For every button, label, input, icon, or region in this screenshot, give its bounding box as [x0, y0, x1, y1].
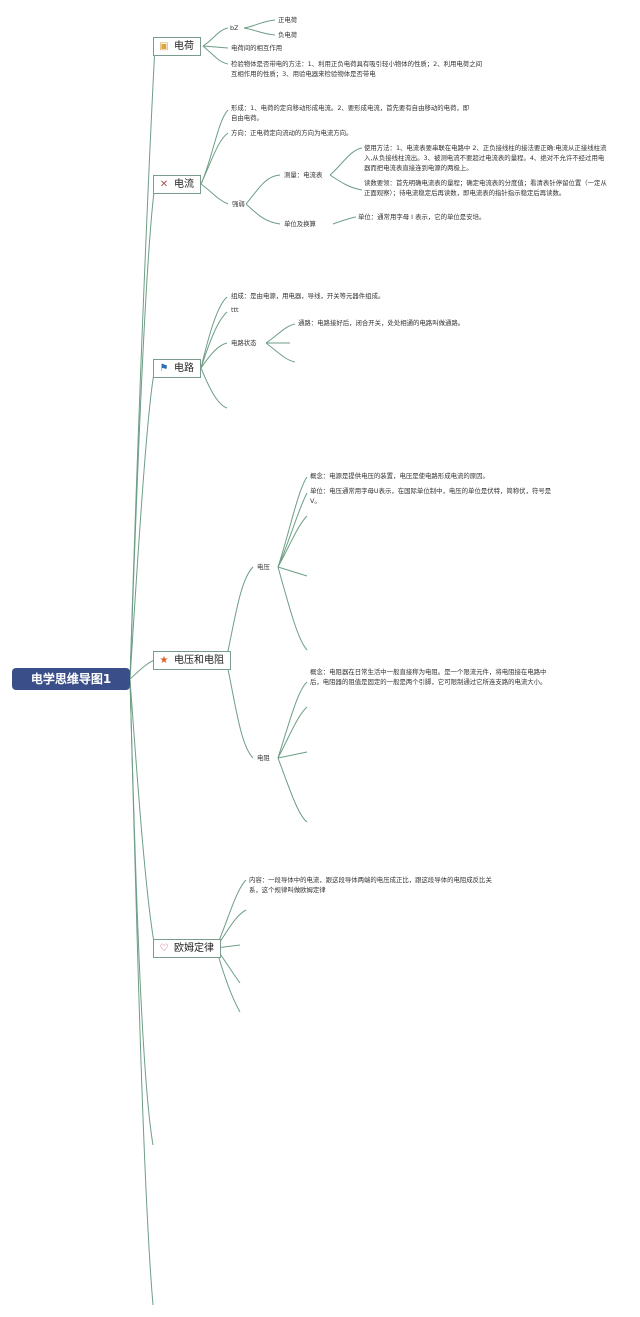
current-unit-label: 单位及换算 [284, 220, 316, 228]
charge-kind-negative: 负电荷 [278, 31, 298, 39]
resistance-concept: 概念：电阻器在日常生活中一般直接称为电阻。是一个限流元件，将电阻接在电路中后，电… [310, 668, 547, 686]
topic-ohm-law-label: 欧姆定律 [174, 943, 214, 954]
resistance-label: 电阻 [257, 754, 270, 762]
circuit-composition: 组成：是由电源，用电器，导线，开关等元器件组成。 [231, 292, 385, 300]
voltage-unit: 单位：电压通常用字母U表示，在国际单位制中，电压的单位是伏特，简称伏，符号是V。 [310, 487, 552, 505]
flag-icon: ⚑ [159, 363, 169, 374]
current-reading: 读数要领：首先明确电流表的量程；确定电流表的分度值；看清表针停留位置（一定从正面… [364, 179, 607, 197]
topic-charge[interactable]: ▣ 电荷 [153, 37, 201, 56]
current-usage: 使用方法：1、电流表要串联在电路中 2、正负接线柱的接法要正确:电流从正接线柱流… [364, 144, 607, 172]
topic-charge-label: 电荷 [174, 41, 194, 52]
charge-kinds-label: bZ [230, 24, 239, 32]
ohm-content: 内容：一段导体中的电流，跟这段导体两端的电压成正比，跟这段导体的电阻成反比关系，… [249, 876, 492, 894]
voltage-label: 电压 [257, 563, 270, 571]
circuit-state-label: 电路状态 [231, 339, 257, 347]
charge-interaction: 电荷间的相互作用 [231, 44, 283, 52]
topic-ohm-law[interactable]: ♡ 欧姆定律 [153, 939, 221, 958]
heart-icon: ♡ [159, 943, 169, 954]
tools-icon: ✕ [159, 179, 169, 190]
charge-kind-positive: 正电荷 [278, 16, 298, 24]
current-strength-label: 强弱 [232, 200, 245, 208]
current-unit: 单位：通常用字母 I 表示，它的单位是安培。 [358, 213, 486, 221]
voltage-concept: 概念：电源是提供电压的装置，电压是使电路形成电流的原因。 [310, 472, 489, 480]
topic-current-label: 电流 [174, 179, 194, 190]
current-measure-label: 测量：电流表 [284, 171, 323, 179]
circuit-path: 通路：电路接好后，闭合开关，处处相通的电路叫做通路。 [298, 319, 465, 327]
star-icon: ★ [159, 655, 169, 666]
note-icon: ▣ [159, 41, 169, 52]
circuit-symbol: ttt [231, 306, 239, 314]
root-topic[interactable]: 电学思维导图1 [12, 668, 130, 690]
topic-current[interactable]: ✕ 电流 [153, 175, 201, 194]
topic-circuit[interactable]: ⚑ 电路 [153, 359, 201, 378]
current-direction: 方向：正电荷定向流动的方向为电流方向。 [231, 129, 353, 137]
charge-test-methods: 检验物体是否带电的方法：1、利用正负电荷具有吸引轻小物体的性质；2、利用电荷之间… [231, 60, 482, 78]
current-formation: 形成：1、电荷的定向移动形成电流。2、要形成电流，首先要有自由移动的电荷，即自由… [231, 104, 470, 122]
topic-voltage-resistance[interactable]: ★ 电压和电阻 [153, 651, 231, 670]
topic-circuit-label: 电路 [174, 363, 194, 374]
topic-voltage-resistance-label: 电压和电阻 [174, 655, 224, 666]
